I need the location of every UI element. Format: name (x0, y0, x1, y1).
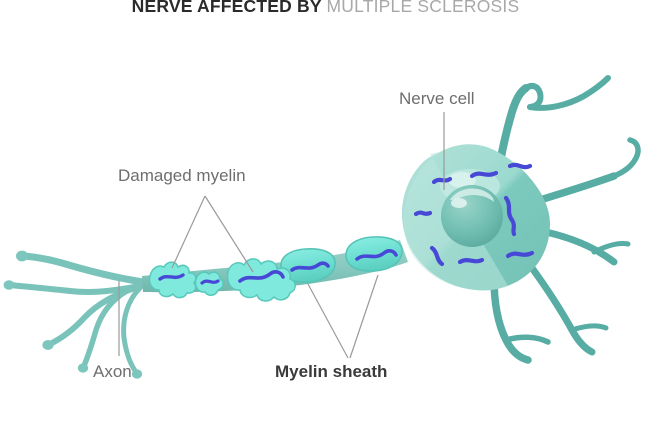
page-title-sub: MULTIPLE SCLEROSIS (326, 0, 520, 16)
page-title: NERVE AFFECTED BY MULTIPLE SCLEROSIS (0, 0, 651, 17)
leader-myelin-sheath-left (307, 283, 349, 359)
damaged-myelin-segments (148, 258, 296, 302)
label-nerve-cell: Nerve cell (399, 89, 475, 108)
page-title-main: NERVE AFFECTED BY (131, 0, 327, 16)
leader-myelin-sheath-right (349, 274, 379, 359)
label-axon: Axon (93, 362, 132, 381)
axon-terminal-bulbs (3, 250, 143, 379)
leader-damaged-myelin-left (171, 195, 206, 269)
damaged-myelin-1 (148, 261, 197, 299)
dendrites (490, 75, 641, 364)
damaged-myelin-2 (194, 271, 224, 296)
myelin-sheath-1 (280, 248, 336, 284)
leader-damaged-myelin-right (204, 195, 254, 273)
label-myelin-sheath: Myelin sheath (275, 362, 388, 381)
organelles (413, 162, 535, 267)
myelin-sheath-3 (364, 238, 417, 271)
myelin-sheath-2 (345, 236, 403, 272)
leader-lines (118, 112, 445, 359)
nucleus (441, 185, 503, 247)
damaged-myelin-3 (226, 258, 296, 302)
axon-terminals (7, 252, 154, 375)
myelin-sheath-segments (280, 236, 417, 284)
label-damaged-myelin: Damaged myelin (118, 166, 246, 185)
